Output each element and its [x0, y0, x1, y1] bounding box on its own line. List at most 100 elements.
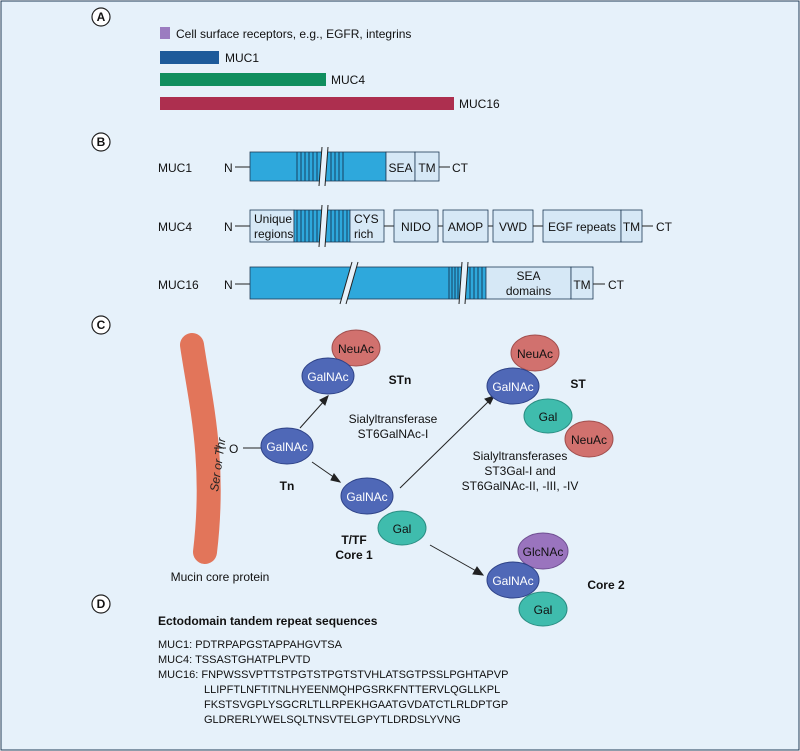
muc4-length-label: MUC4 [331, 73, 365, 87]
core2-label: Core 2 [587, 578, 625, 592]
muc4-cys-label-2: rich [354, 227, 373, 241]
muc1-length-bar [160, 51, 219, 64]
muc16-sequence-2: LLIPFTLNFTITNLHYEENMQHPGSRKFNTTERVLQGLLK… [204, 684, 500, 696]
st-gal-label: Gal [539, 410, 558, 424]
o-linkage-label: O [229, 442, 238, 456]
sialyltransferases-multi-3: ST6GalNAc-II, -III, -IV [462, 479, 579, 493]
panel-b-letter: B [97, 135, 106, 149]
muc1-domain-map: MUC1 N SEA TM CT [158, 146, 469, 187]
st-neuac-bottom-label: NeuAc [571, 433, 607, 447]
muc4-c-terminus: CT [656, 220, 673, 234]
muc1-sea-label: SEA [388, 161, 412, 175]
muc4-unique-label-2: regions [254, 227, 293, 241]
muc16-sea-label-1: SEA [516, 269, 540, 283]
st-galnac-label: GalNAc [492, 380, 533, 394]
muc4-amop-label: AMOP [448, 220, 483, 234]
core1-galnac-label: GalNAc [346, 490, 387, 504]
st-neuac-top [510, 334, 560, 372]
core2-gal [518, 591, 568, 627]
st-galnac [486, 367, 540, 405]
ttf-label: T/TF [341, 533, 366, 547]
muc16-name: MUC16 [158, 278, 199, 292]
muc1-c-terminus: CT [452, 161, 469, 175]
muc1-n-terminus: N [224, 161, 233, 175]
mucin-core-protein [180, 333, 221, 564]
stn-label: STn [389, 373, 412, 387]
muc4-domain-map: MUC4 N Unique regions CYS rich NI [158, 204, 673, 248]
core2-galnac-label: GalNAc [492, 574, 533, 588]
muc16-sequence-1: MUC16: FNPWSSVPTTSTPGTSTPGTSTVHLATSGTPSS… [158, 669, 508, 681]
panel-c-badge [91, 315, 111, 335]
panel-b-badge [91, 132, 111, 152]
muc4-n-terminus: N [224, 220, 233, 234]
core2-galnac [486, 561, 540, 599]
panel-a: A Cell surface receptors, e.g., EGFR, in… [91, 7, 500, 111]
panel-d-badge [91, 594, 111, 614]
muc4-egf-label: EGF repeats [548, 220, 616, 234]
muc1-tandem-stripes [296, 152, 344, 181]
reaction-arrows [299, 395, 495, 576]
stn-galnac-label: GalNAc [307, 370, 348, 384]
muc4-length-bar [160, 73, 326, 86]
sialyltransferase-single-1: Sialyltransferase [349, 412, 438, 426]
core1-gal-label: Gal [393, 522, 412, 536]
muc4-unique-label-1: Unique [254, 212, 292, 226]
st-gal [523, 398, 573, 434]
muc4-unique-region-domain [249, 209, 295, 243]
panel-d-letter: D [97, 597, 106, 611]
muc16-length-bar [160, 97, 454, 110]
core1-gal [377, 510, 427, 546]
muc16-sea-label-2: domains [506, 284, 551, 298]
core2-gal-label: Gal [534, 603, 553, 617]
sialyltransferase-single-2: ST6GalNAc-I [358, 427, 429, 441]
panel-d: D Ectodomain tandem repeat sequences MUC… [91, 594, 508, 726]
muc1-length-label: MUC1 [225, 51, 259, 65]
muc4-amop-domain [442, 209, 489, 243]
core1-label: Core 1 [335, 548, 373, 562]
muc16-c-terminus: CT [608, 278, 625, 292]
stn-neuac [331, 329, 381, 367]
panel-c-letter: C [97, 318, 106, 332]
sialyltransferases-multi-1: Sialyltransferases [473, 449, 568, 463]
muc16-n-terminus: N [224, 278, 233, 292]
muc4-tandem-stripes [296, 210, 348, 242]
muc4-nido-label: NIDO [401, 220, 431, 234]
stn-galnac [301, 357, 355, 395]
tn-galnac-label: GalNAc [266, 440, 307, 454]
muc4-name: MUC4 [158, 220, 192, 234]
core1-galnac [340, 477, 394, 515]
core2-glcnac-label: GlcNAc [523, 545, 564, 559]
muc16-domain-map: MUC16 N SEA domains TM CT [158, 261, 625, 305]
core2-glcnac [517, 532, 569, 570]
muc4-sequence: MUC4: TSSASTGHATPLPVTD [158, 654, 310, 666]
muc1-tm-label: TM [418, 161, 435, 175]
muc4-egf-repeats-domain [542, 209, 622, 243]
st-label: ST [570, 377, 586, 391]
muc16-tm-label: TM [573, 278, 590, 292]
panel-c: C Ser or Thr O Mucin core protein GalNAc… [91, 315, 625, 627]
muc1-tandem-repeat-domain [249, 151, 387, 182]
muc16-sequence-4: GLDRERLYWELSQLTNSVTELGPYTLDRDSLYVNG [204, 714, 461, 726]
muc16-tandem-stripes [448, 267, 483, 299]
panel-a-badge [91, 7, 111, 27]
core-protein-caption: Mucin core protein [171, 570, 270, 584]
st-neuac-top-label: NeuAc [517, 347, 553, 361]
st-neuac-bottom [564, 420, 614, 458]
muc16-sea-domains [485, 266, 572, 300]
stn-neuac-label: NeuAc [338, 342, 374, 356]
panel-a-letter: A [97, 10, 106, 24]
panel-b: B MUC1 N SEA TM CT MUC [91, 132, 673, 305]
muc4-vwd-label: VWD [499, 220, 527, 234]
muc16-tandem-repeat-domain [249, 266, 487, 300]
muc1-sequence: MUC1: PDTRPAPGSTAPPAHGVTSA [158, 639, 343, 651]
tn-galnac [260, 427, 314, 465]
muc1-name: MUC1 [158, 161, 192, 175]
tn-label: Tn [280, 479, 295, 493]
muc4-tm-label: TM [623, 220, 640, 234]
panel-d-title: Ectodomain tandem repeat sequences [158, 614, 378, 628]
sialyltransferases-multi-2: ST3Gal-I and [484, 464, 555, 478]
muc16-length-label: MUC16 [459, 97, 500, 111]
receptor-swatch [160, 27, 170, 39]
